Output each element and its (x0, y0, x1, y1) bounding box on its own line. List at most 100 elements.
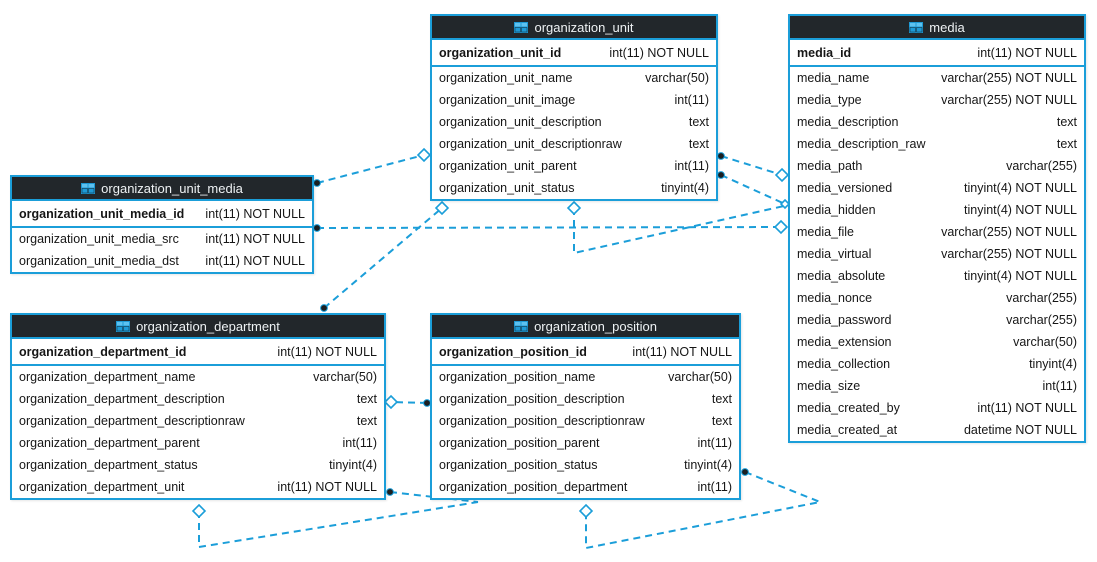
column-row: organization_position_parent int(11) (432, 432, 739, 454)
rel-organization-unit-to-media-upper[interactable] (720, 155, 783, 176)
column-type: text (711, 392, 732, 406)
column-row: organization_department_descriptionraw te… (12, 410, 384, 432)
column-name: organization_unit_descriptionraw (439, 137, 622, 151)
relationship-endpoint-dot (717, 152, 725, 160)
column-name: media_name (797, 71, 870, 85)
column-name: organization_unit_name (439, 71, 573, 85)
rel-organization-unit-media-to-media[interactable] (316, 226, 782, 229)
table-title: organization_department (136, 318, 280, 334)
column-name: media_nonce (797, 291, 873, 305)
column-name: media_virtual (797, 247, 872, 261)
rel-organization-department-to-organization-unit[interactable] (323, 207, 443, 309)
column-type: varchar(255) NOT NULL (941, 93, 1077, 107)
column-type: int(11) NOT NULL (277, 480, 377, 494)
column-type: int(11) (697, 480, 732, 494)
column-row: organization_position_department int(11) (432, 476, 739, 498)
table-organization_department[interactable]: organization_department organization_depa… (10, 313, 386, 500)
column-name: organization_unit_media_id (19, 206, 185, 221)
column-type: int(11) NOT NULL (609, 45, 709, 60)
rel-organization-department-to-organization-position-a[interactable] (389, 491, 479, 503)
column-name: organization_department_id (19, 344, 187, 359)
column-name: media_description_raw (797, 137, 926, 151)
column-name: organization_department_descriptionraw (19, 414, 245, 428)
column-row: media_created_at datetime NOT NULL (790, 419, 1084, 441)
relationship-endpoint-diamond (383, 394, 399, 410)
relationship-endpoint-dot (313, 224, 321, 232)
relationship-endpoint-diamond (191, 503, 207, 519)
column-type: varchar(255) NOT NULL (941, 225, 1077, 239)
rel-organization-unit-to-media-lower[interactable] (720, 174, 786, 205)
column-type: text (688, 137, 709, 151)
column-name: media_collection (797, 357, 891, 371)
rel-organization-unit-bottom-to-media[interactable] (573, 205, 785, 255)
column-name: media_absolute (797, 269, 886, 283)
rel-organization-department-to-organization-position-b[interactable] (198, 501, 479, 549)
relationship-endpoint-dot (741, 468, 749, 476)
column-name: media_description (797, 115, 899, 129)
relationship-endpoint-diamond (434, 200, 450, 216)
column-type: int(11) NOT NULL (205, 206, 305, 221)
column-name: organization_position_id (439, 344, 587, 359)
relationship-endpoint-dot (717, 171, 725, 179)
column-name: organization_unit_parent (439, 159, 577, 173)
column-type: tinyint(4) NOT NULL (964, 181, 1077, 195)
column-type: varchar(50) (668, 370, 732, 384)
column-name: media_created_at (797, 423, 898, 437)
table-icon (81, 182, 96, 194)
column-name: media_versioned (797, 181, 893, 195)
column-name: media_path (797, 159, 863, 173)
column-type: varchar(50) (313, 370, 377, 384)
column-type: varchar(255) NOT NULL (941, 247, 1077, 261)
column-type: int(11) (342, 436, 377, 450)
relationship-endpoint-diamond (416, 147, 432, 163)
column-type: int(11) NOT NULL (977, 401, 1077, 415)
column-type: int(11) (697, 436, 732, 450)
column-type: datetime NOT NULL (963, 423, 1077, 437)
relationship-endpoint-dot (386, 488, 394, 496)
column-name: organization_unit_media_src (19, 232, 179, 246)
relationship-endpoint-diamond (779, 198, 791, 210)
column-name: organization_position_parent (439, 436, 600, 450)
column-name: media_hidden (797, 203, 876, 217)
column-type: varchar(255) NOT NULL (941, 71, 1077, 85)
column-type: varchar(255) (1006, 159, 1077, 173)
rel-organization-unit-media-to-organization-unit[interactable] (316, 154, 425, 184)
column-name: organization_department_unit (19, 480, 185, 494)
relationship-endpoint-dot (320, 304, 328, 312)
relationship-endpoint-diamond (773, 219, 789, 235)
primary-key-row: organization_position_id int(11) NOT NULL (432, 339, 739, 366)
column-type: text (356, 414, 377, 428)
column-row: organization_department_unit int(11) NOT … (12, 476, 384, 498)
column-type: text (711, 414, 732, 428)
rel-organization-position-self[interactable] (585, 471, 824, 550)
column-row: media_created_by int(11) NOT NULL (790, 397, 1084, 419)
column-type: int(11) NOT NULL (632, 344, 732, 359)
column-name: media_type (797, 93, 862, 107)
table-header: organization_department (12, 315, 384, 339)
column-name: media_created_by (797, 401, 900, 415)
column-name: organization_unit_status (439, 181, 575, 195)
column-type: tinyint(4) (329, 458, 377, 472)
column-type: int(11) NOT NULL (205, 254, 305, 268)
primary-key-row: organization_unit_media_id int(11) NOT NU… (12, 201, 312, 228)
column-row: media_type varchar(255) NOT NULL (790, 89, 1084, 111)
column-name: organization_position_department (439, 480, 628, 494)
table-icon (909, 21, 924, 33)
